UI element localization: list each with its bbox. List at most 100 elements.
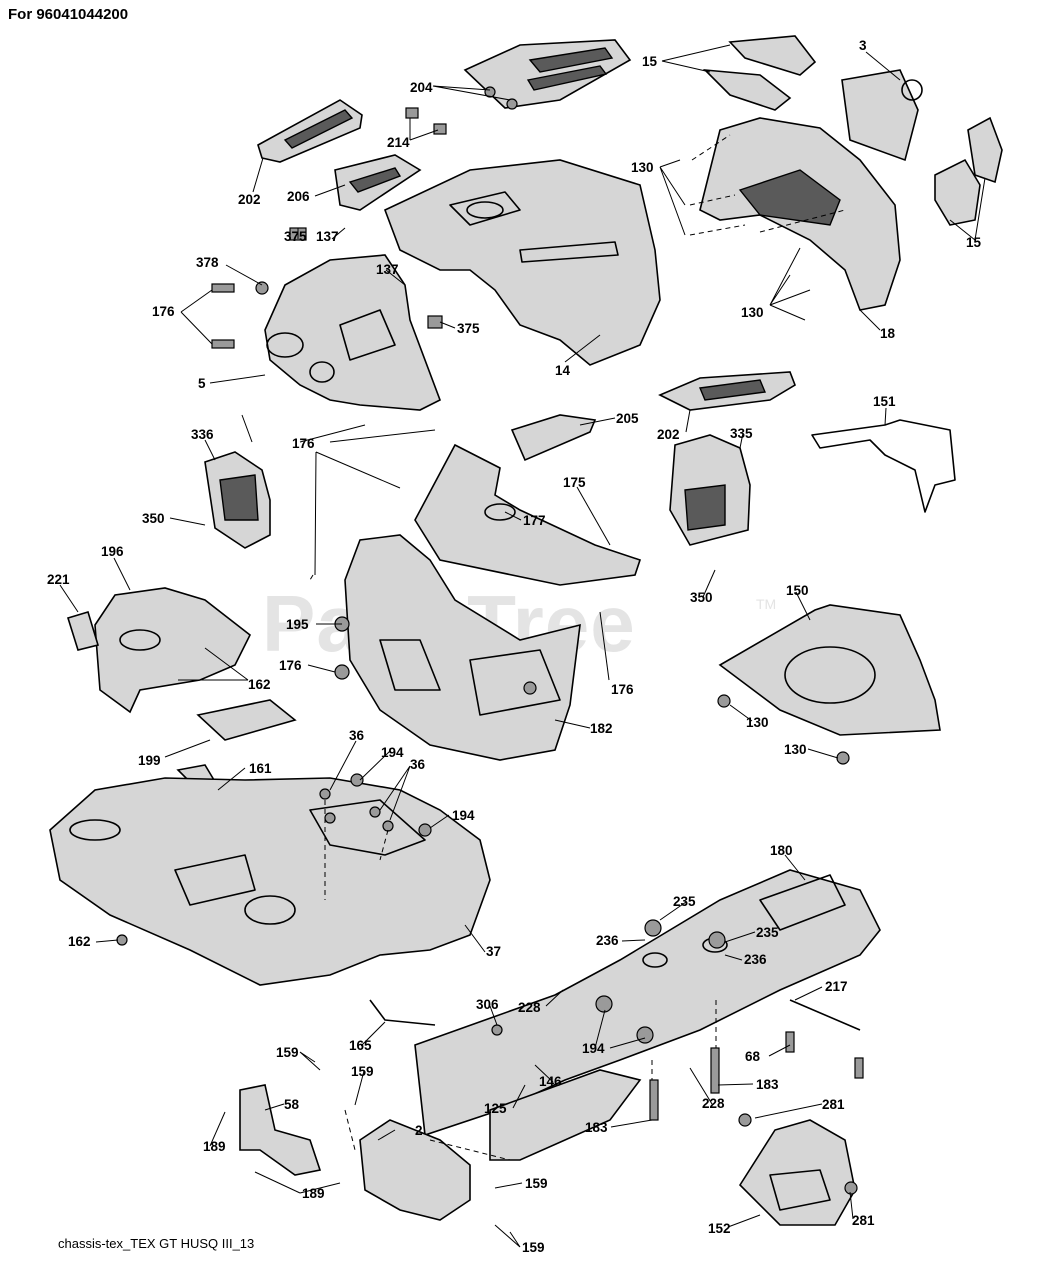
callout: 159 xyxy=(351,1064,374,1079)
callout: 58 xyxy=(284,1097,300,1112)
callout: 161 xyxy=(249,761,272,776)
part-bracket-2 xyxy=(359,1119,471,1221)
part-hood xyxy=(383,159,661,366)
callout: 175 xyxy=(563,475,586,490)
part-cover-199 xyxy=(196,699,297,741)
leader-lines xyxy=(59,44,986,1248)
callout: 189 xyxy=(203,1139,226,1154)
callout: 217 xyxy=(825,979,848,994)
watermark-tm: TM xyxy=(756,596,777,612)
part-steering-bracket xyxy=(414,443,642,586)
part-bolt-183 xyxy=(710,1047,720,1094)
callout: 162 xyxy=(68,934,91,949)
callout: 336 xyxy=(191,427,214,442)
part-bolt-281 xyxy=(844,1181,858,1195)
callout: 165 xyxy=(349,1038,372,1053)
part-bolt-36 xyxy=(319,788,331,800)
callout: 214 xyxy=(387,135,410,150)
callout: 3 xyxy=(859,38,867,53)
part-headlight-lens xyxy=(702,35,817,111)
callout: 183 xyxy=(756,1077,779,1092)
callout: 196 xyxy=(101,544,124,559)
callout: 146 xyxy=(539,1074,562,1089)
callout: 182 xyxy=(590,721,613,736)
part-clip xyxy=(433,123,447,135)
part-rod-217 xyxy=(789,999,861,1031)
callout: 335 xyxy=(730,426,753,441)
callout: 236 xyxy=(596,933,619,948)
callout: 378 xyxy=(196,255,219,270)
part-trim-205 xyxy=(510,414,597,462)
part-rod-165 xyxy=(369,999,436,1026)
part-screw xyxy=(211,283,235,293)
callout: 176 xyxy=(292,436,315,451)
part-bolt-281 xyxy=(738,1113,752,1127)
callout: 177 xyxy=(523,513,546,528)
part-side-panel-336 xyxy=(204,451,271,549)
model-header: For 96041044200 xyxy=(8,6,129,23)
callout: 202 xyxy=(238,192,261,207)
callout: 205 xyxy=(616,411,639,426)
callout: 195 xyxy=(286,617,309,632)
part-screw xyxy=(211,339,235,349)
callout: 235 xyxy=(673,894,696,909)
part-grille-left xyxy=(257,99,363,163)
callout: 206 xyxy=(287,189,310,204)
part-bolt-130 xyxy=(836,751,850,765)
part-bolt-68 xyxy=(854,1057,864,1079)
part-floor-pan xyxy=(718,604,941,736)
part-hood-vent xyxy=(463,39,632,110)
part-bushing-235 xyxy=(644,919,662,937)
callout: 36 xyxy=(349,728,365,743)
callout: 36 xyxy=(410,757,426,772)
callout: 202 xyxy=(657,427,680,442)
part-bracket-151 xyxy=(811,419,956,513)
callout: 180 xyxy=(770,843,793,858)
diagram-code: chassis-tex_TEX GT HUSQ III_13 xyxy=(58,1236,255,1251)
callout: 162 xyxy=(248,677,271,692)
callout: 137 xyxy=(376,262,399,277)
callout: 199 xyxy=(138,753,161,768)
callout: 221 xyxy=(47,572,70,587)
callout: 189 xyxy=(302,1186,325,1201)
callout: 375 xyxy=(284,229,307,244)
callout: 130 xyxy=(746,715,769,730)
part-bracket-58 xyxy=(239,1084,322,1176)
callout: 159 xyxy=(525,1176,548,1191)
callout: 130 xyxy=(631,160,654,175)
callout: 228 xyxy=(518,1000,541,1015)
callout: 350 xyxy=(142,511,165,526)
callout: 194 xyxy=(582,1041,605,1056)
callout: 235 xyxy=(756,925,779,940)
callout: 228 xyxy=(702,1096,725,1111)
callout: 176 xyxy=(611,682,634,697)
part-footrest-152 xyxy=(738,1119,856,1226)
callout: 151 xyxy=(873,394,896,409)
callout: 176 xyxy=(279,658,302,673)
callout: 194 xyxy=(381,745,404,760)
part-headlight-lower xyxy=(934,158,981,226)
part-fender xyxy=(49,777,491,986)
part-bolt-183 xyxy=(649,1079,659,1121)
callout: 306 xyxy=(476,997,499,1012)
part-bolt-36 xyxy=(369,806,381,818)
callout: 281 xyxy=(852,1213,875,1228)
callout: 15 xyxy=(966,235,982,250)
callout: 159 xyxy=(522,1240,545,1255)
callout: 150 xyxy=(786,583,809,598)
part-bushing-235 xyxy=(708,931,726,949)
part-194-lower xyxy=(636,1026,654,1044)
callout: 375 xyxy=(457,321,480,336)
part-nut-194 xyxy=(350,773,364,787)
callout: 15 xyxy=(642,54,658,69)
part-clip xyxy=(405,107,419,119)
callout: 204 xyxy=(410,80,433,95)
callout: 137 xyxy=(316,229,339,244)
callout: 68 xyxy=(745,1049,761,1064)
part-console-182 xyxy=(334,534,581,761)
callout: 183 xyxy=(585,1120,608,1135)
part-side-panel-335 xyxy=(669,434,751,546)
part-decal-221 xyxy=(66,611,100,651)
callout-labels: 204 15 3 214 202 206 130 375 137 378 176… xyxy=(47,38,982,1255)
